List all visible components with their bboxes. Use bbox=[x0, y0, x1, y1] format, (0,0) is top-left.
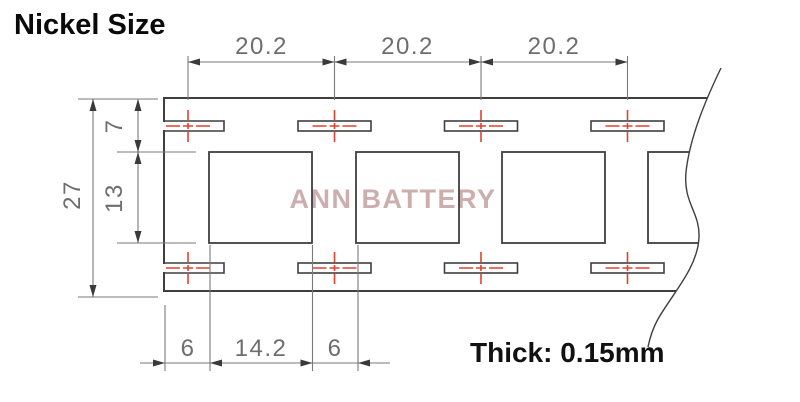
dim-top-margin: 7 bbox=[101, 119, 128, 134]
dim-pitch-3: 20.2 bbox=[528, 33, 581, 60]
watermark-text: ANN BATTERY bbox=[290, 184, 497, 214]
nickel-strip bbox=[163, 97, 721, 292]
dim-edge-to-hole: 6 bbox=[181, 335, 196, 362]
weld-cross bbox=[605, 252, 650, 284]
weld-cross bbox=[312, 252, 357, 284]
page-title: Nickel Size bbox=[14, 9, 166, 41]
break-line bbox=[647, 67, 722, 348]
slot-open-edge bbox=[163, 120, 225, 132]
slot bbox=[297, 262, 372, 274]
slot bbox=[590, 262, 665, 274]
top-slots bbox=[163, 120, 665, 132]
slot bbox=[443, 262, 519, 274]
weld-cross bbox=[312, 110, 357, 142]
slot bbox=[443, 120, 519, 132]
weld-cross bbox=[605, 110, 650, 142]
dimension-labels: 20.2 20.2 20.2 27 7 13 6 14.2 6 bbox=[59, 33, 581, 362]
dim-hole-width: 14.2 bbox=[235, 335, 288, 362]
weld-cross bbox=[459, 110, 503, 142]
square-hole bbox=[208, 151, 313, 244]
slot bbox=[297, 120, 372, 132]
slot-open-edge bbox=[163, 262, 225, 274]
dim-hole-height: 13 bbox=[101, 183, 128, 213]
slot bbox=[590, 120, 665, 132]
square-hole bbox=[355, 151, 460, 244]
dim-pitch-2: 20.2 bbox=[381, 33, 434, 60]
square-hole bbox=[501, 151, 606, 244]
square-hole-partial bbox=[647, 151, 721, 244]
thickness-label: Thick: 0.15mm bbox=[470, 337, 665, 368]
dim-hole-spacing: 6 bbox=[328, 335, 343, 362]
bottom-slots bbox=[163, 262, 665, 274]
dim-total-height: 27 bbox=[59, 180, 86, 210]
dim-pitch-1: 20.2 bbox=[235, 33, 288, 60]
weld-center-marks bbox=[166, 110, 650, 284]
weld-cross bbox=[166, 252, 210, 284]
dimension-arrows bbox=[89, 58, 628, 367]
weld-cross bbox=[459, 252, 503, 284]
weld-cross bbox=[166, 110, 210, 142]
